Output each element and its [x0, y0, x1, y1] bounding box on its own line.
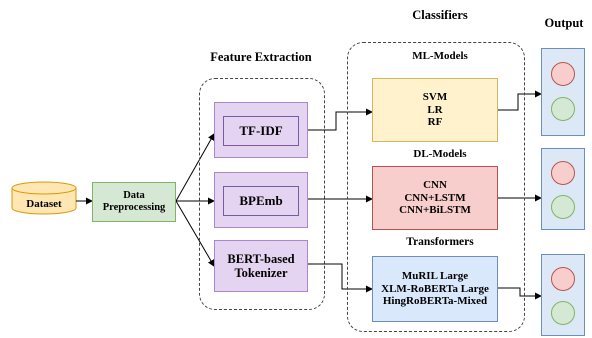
header-classifiers: Classifiers	[412, 8, 468, 22]
bpemb-box: BPEmb	[214, 172, 308, 228]
output-tr-green-circle	[551, 301, 575, 325]
output-dl-red-circle	[551, 161, 575, 185]
arrow-ml-output	[498, 90, 542, 111]
ml-models-box: SVM LR RF	[372, 78, 498, 142]
dl-models-title: DL-Models	[413, 148, 467, 160]
arrow-tfidf-ml	[308, 108, 373, 131]
ml-models-title: ML-Models	[412, 50, 468, 62]
output-column-ml	[541, 48, 585, 136]
classifiers-group	[347, 42, 525, 332]
bpemb-inner: BPEmb	[223, 186, 299, 216]
arrow-tr-output	[498, 287, 542, 300]
output-dl-green-circle	[551, 195, 575, 219]
feature-extraction-group	[199, 78, 325, 310]
transformers-box: MuRIL Large XLM-RoBERTa Large HingRoBERT…	[372, 256, 498, 322]
dataset-label: Dataset	[26, 198, 62, 210]
arrow-preprocessing-tfidf	[175, 133, 215, 202]
dl-models-box: CNN CNN+LSTM CNN+BiLSTM	[372, 166, 498, 230]
tfidf-inner: TF-IDF	[223, 116, 299, 146]
tfidf-box: TF-IDF	[214, 102, 308, 158]
dataset-cylinder-shape	[11, 181, 77, 215]
transformers-title: Transformers	[406, 236, 474, 248]
header-feature-extraction: Feature Extraction	[210, 50, 312, 64]
preprocessing-box: Data Preprocessing	[92, 182, 176, 222]
output-tr-red-circle	[551, 267, 575, 291]
bert-box: BERT-based Tokenizer	[214, 240, 308, 292]
output-ml-red-circle	[551, 62, 575, 86]
header-output: Output	[544, 16, 584, 30]
arrow-bert-transformers	[308, 263, 373, 293]
arrow-preprocessing-bert	[175, 200, 215, 267]
output-column-dl	[541, 148, 585, 230]
output-column-tr	[541, 254, 585, 336]
output-ml-green-circle	[551, 97, 575, 121]
